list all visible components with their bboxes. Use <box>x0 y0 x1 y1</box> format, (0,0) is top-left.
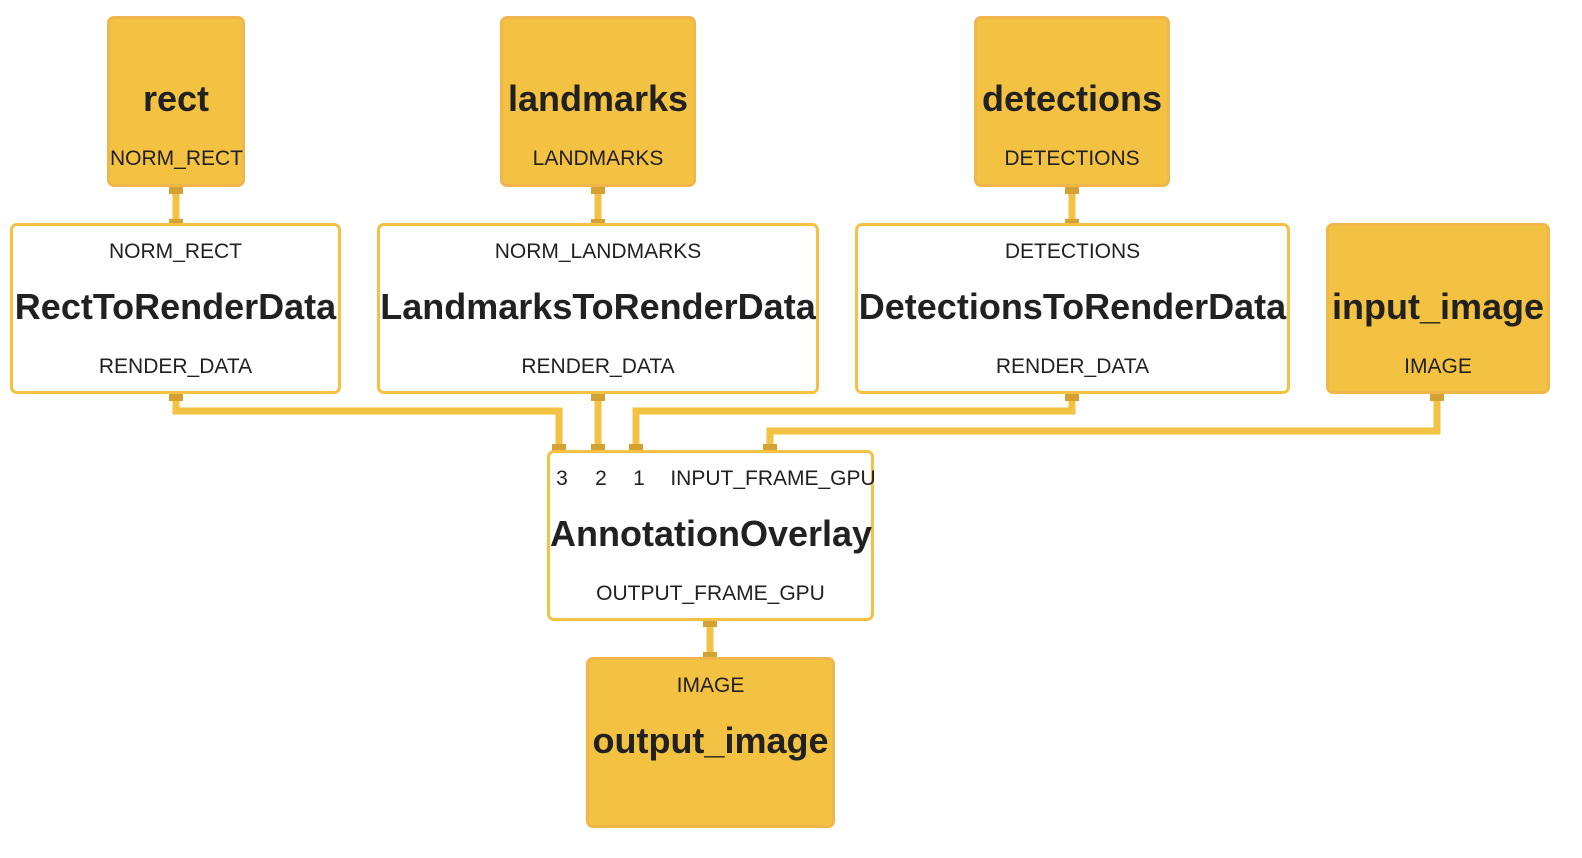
edge-inputimage-to-overlay <box>766 393 1441 452</box>
node-detections-to-render-data[interactable]: DETECTIONS DetectionsToRenderData RENDER… <box>855 223 1290 394</box>
input-port-label: DETECTIONS <box>1004 240 1141 263</box>
edge-rectrender-to-overlay <box>172 393 563 452</box>
node-landmarks-to-render-data[interactable]: NORM_LANDMARKS LandmarksToRenderData REN… <box>377 223 819 394</box>
output-port-label: IMAGE <box>1404 355 1472 378</box>
input-port-label-1: 1 <box>633 467 645 490</box>
node-title: detections <box>981 78 1163 119</box>
node-title: LandmarksToRenderData <box>380 286 816 327</box>
node-input-image[interactable]: input_image IMAGE <box>1326 223 1550 394</box>
output-port-label: RENDER_DATA <box>995 355 1150 378</box>
output-port-label: RENDER_DATA <box>98 355 253 378</box>
node-title: landmarks <box>507 78 689 119</box>
output-port-label: DETECTIONS <box>1004 147 1140 170</box>
input-port-label: NORM_LANDMARKS <box>494 240 702 263</box>
input-port-label-2: 2 <box>595 467 607 490</box>
input-port-label-frame: INPUT_FRAME_GPU <box>670 467 876 490</box>
input-port-label: IMAGE <box>676 674 745 697</box>
node-rect-to-render-data[interactable]: NORM_RECT RectToRenderData RENDER_DATA <box>10 223 341 394</box>
output-port-label: LANDMARKS <box>532 147 664 170</box>
output-port-label: RENDER_DATA <box>521 355 675 378</box>
node-rect[interactable]: rect NORM_RECT <box>107 16 245 187</box>
node-title: RectToRenderData <box>14 286 337 327</box>
node-title: DetectionsToRenderData <box>858 286 1287 327</box>
node-title: output_image <box>592 720 829 761</box>
input-port-label-3: 3 <box>556 467 568 490</box>
node-title: rect <box>142 78 210 119</box>
node-annotation-overlay[interactable]: 3 2 1 INPUT_FRAME_GPU AnnotationOverlay … <box>547 450 876 621</box>
output-port-label: NORM_RECT <box>110 147 244 170</box>
node-landmarks[interactable]: landmarks LANDMARKS <box>500 16 696 187</box>
node-output-image[interactable]: IMAGE output_image <box>586 657 835 828</box>
node-title: AnnotationOverlay <box>550 513 873 554</box>
edge-detectionsrender-to-overlay <box>632 393 1076 452</box>
input-port-label: NORM_RECT <box>108 240 242 263</box>
node-detections[interactable]: detections DETECTIONS <box>974 16 1170 187</box>
node-title: input_image <box>1331 286 1545 327</box>
output-port-label: OUTPUT_FRAME_GPU <box>596 582 825 605</box>
